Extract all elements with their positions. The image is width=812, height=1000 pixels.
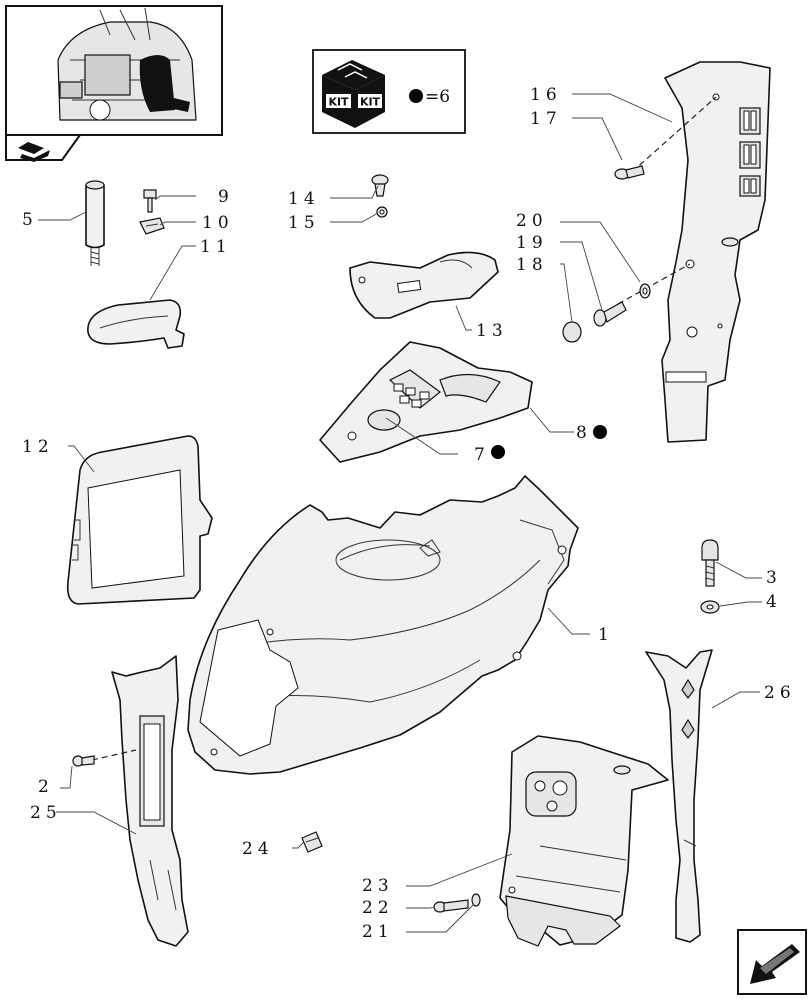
callout-12: 12 — [22, 437, 54, 457]
callout-20: 20 — [516, 211, 548, 231]
callout-22: 22 — [362, 898, 394, 918]
kit-equals-text: =6 — [425, 87, 450, 107]
callout-3: 3 — [766, 568, 782, 588]
part-11-cover — [87, 299, 185, 349]
callout-15: 15 — [288, 213, 320, 233]
part-4-washer — [700, 600, 720, 614]
callout-2: 2 — [38, 777, 54, 797]
part-5-spacer — [85, 180, 105, 266]
kit-label-right: KIT — [360, 96, 381, 109]
assembly-line-2 — [91, 749, 137, 761]
callout-5: 5 — [22, 210, 38, 230]
part-23-mount-hole — [508, 886, 516, 894]
part-22-screw — [433, 899, 469, 913]
callout-19: 19 — [516, 233, 548, 253]
part-13-console-cover — [349, 251, 499, 319]
part-15-clip-nut — [376, 206, 388, 218]
kit-dot-8 — [593, 425, 607, 439]
kit-label-left: KIT — [328, 96, 349, 109]
callout-14: 14 — [288, 189, 320, 209]
book-icon — [18, 142, 50, 162]
part-3-screw — [701, 539, 719, 587]
part-12-display-frame — [66, 435, 213, 605]
part-25-left-pillar-trim — [111, 655, 189, 947]
part-17-screw — [614, 165, 645, 180]
kit-box-icon: KIT KIT — [322, 60, 385, 128]
callout-13: 13 — [476, 321, 508, 341]
part-16-right-upper-pillar — [661, 61, 771, 443]
tractor-cab-thumbnail — [57, 7, 197, 121]
callout-18: 18 — [516, 255, 548, 275]
callout-1: 1 — [598, 625, 614, 645]
callout-labels: 1 2 3 4 5 6 7 8 9 10 11 12 13 14 15 16 1… — [22, 85, 796, 942]
callout-23: 23 — [362, 876, 394, 896]
kit-legend: KIT KIT =6 — [312, 49, 466, 134]
part-23-lower-panel — [499, 735, 669, 947]
assembly-line-16 — [631, 96, 717, 173]
callout-8: 8 — [576, 423, 592, 443]
part-19-bolt — [593, 301, 627, 327]
location-thumbnail[interactable] — [5, 5, 223, 162]
part-9-screw — [143, 189, 157, 213]
leader-lines — [38, 93, 762, 933]
callout-9: 9 — [218, 187, 234, 207]
part-20-washer — [639, 283, 651, 299]
part-26-right-pillar-trim — [645, 649, 713, 943]
callout-11: 11 — [200, 237, 232, 257]
next-page-arrow-icon[interactable] — [737, 929, 807, 995]
part-10-clip — [139, 217, 165, 235]
assembly-line-18-20 — [617, 263, 691, 305]
kit-dot-7 — [491, 445, 505, 459]
callout-25: 25 — [30, 803, 62, 823]
part-18-cap — [562, 321, 582, 343]
callout-4: 4 — [766, 592, 782, 612]
callout-16: 16 — [530, 85, 562, 105]
callout-17: 17 — [530, 109, 562, 129]
part-8-switch-console — [319, 341, 533, 463]
part-21-washer — [471, 893, 481, 907]
callout-24: 24 — [242, 839, 274, 859]
callout-7: 7 — [474, 445, 490, 465]
filled-circle-icon — [409, 89, 423, 103]
callout-26: 26 — [764, 683, 796, 703]
part-2-screw — [72, 755, 95, 767]
part-1-dashboard-cowl — [187, 475, 579, 775]
callout-21: 21 — [362, 922, 394, 942]
callout-10: 10 — [202, 213, 234, 233]
part-24-clip — [301, 831, 323, 853]
